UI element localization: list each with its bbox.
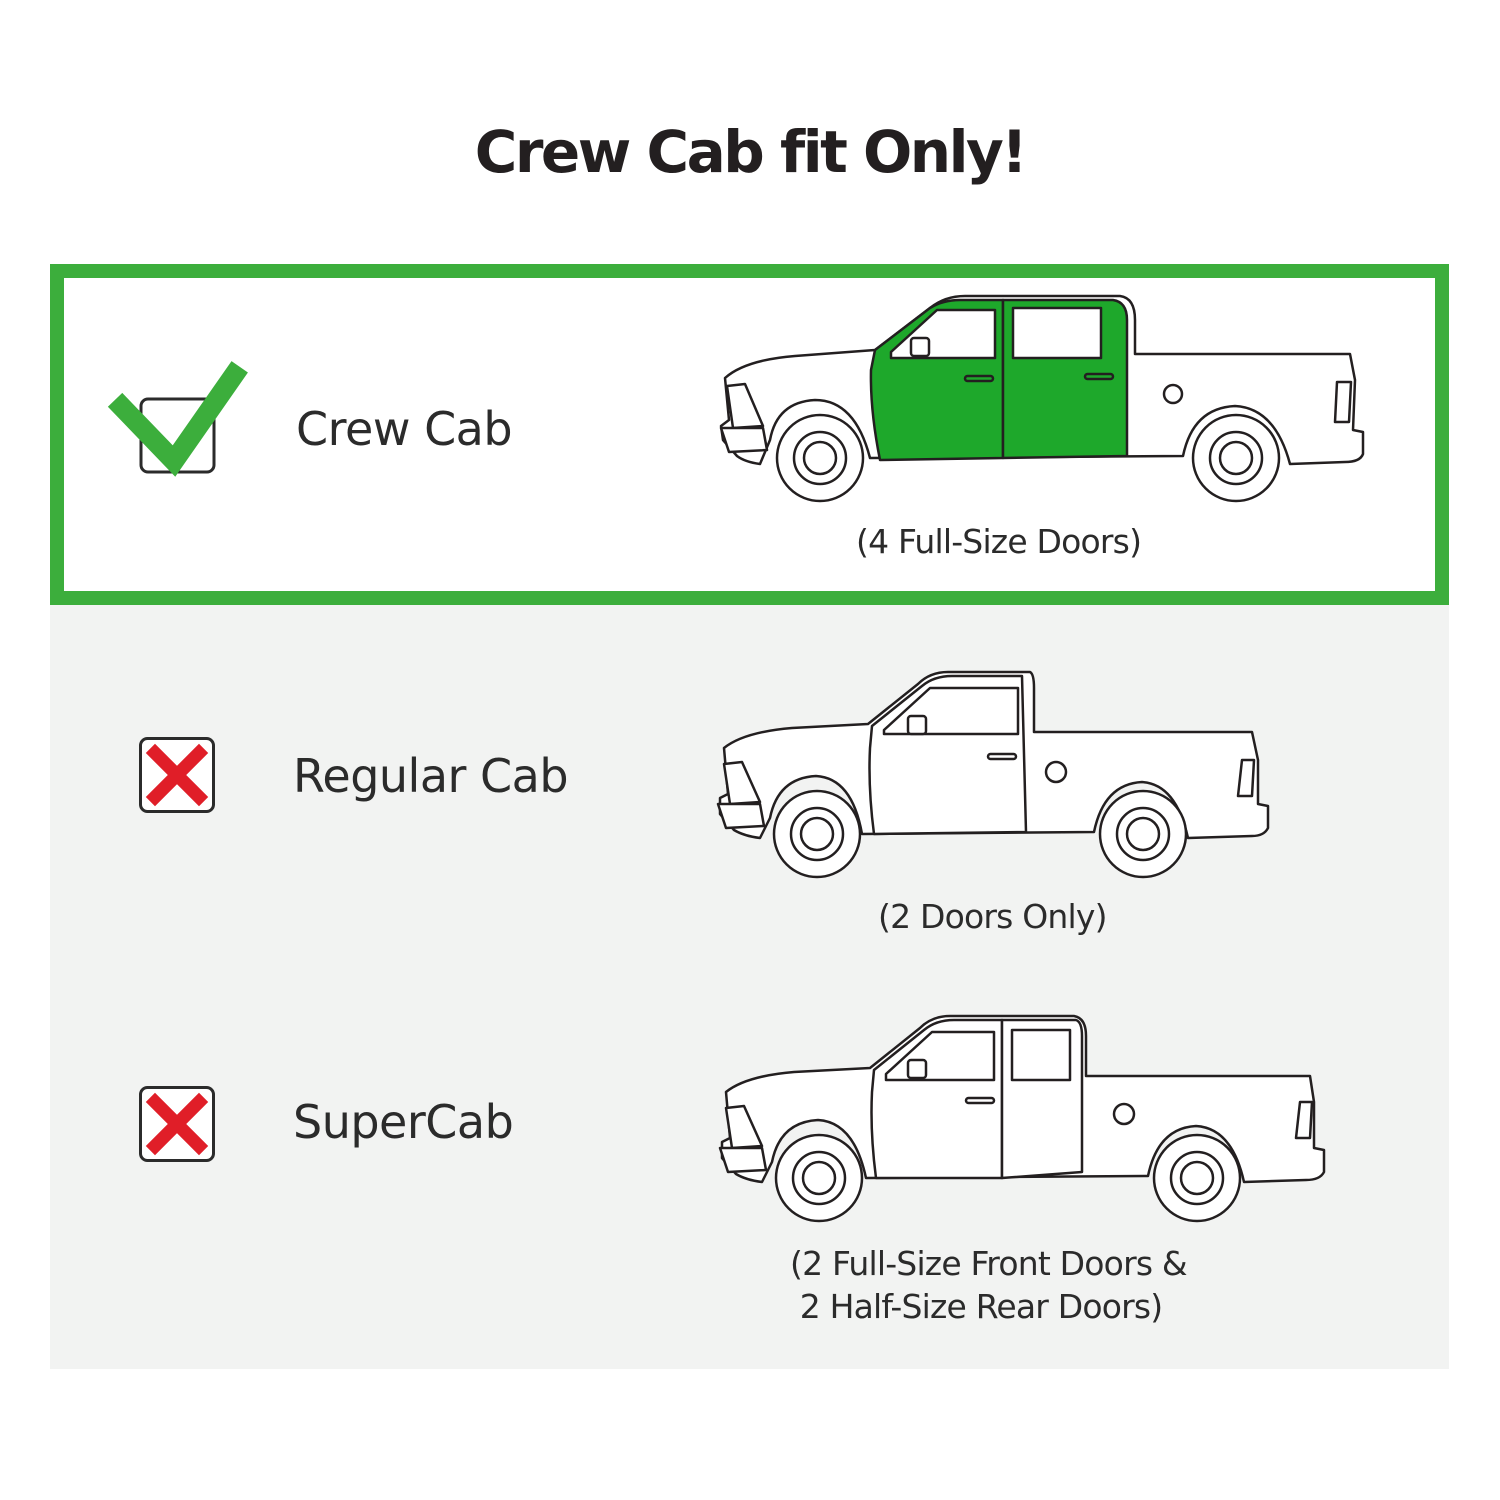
crew-cab-label: Crew Cab xyxy=(296,402,513,456)
checkbox-checked-icon xyxy=(107,361,248,477)
page-title: Crew Cab fit Only! xyxy=(474,118,1028,186)
supercab-caption: (2 Full-Size Front Doors & 2 Half-Size R… xyxy=(790,1242,1188,1328)
supercab-caption-line-1: (2 Full-Size Front Doors & xyxy=(790,1244,1188,1283)
regular-cab-caption: (2 Doors Only) xyxy=(878,897,1107,936)
regular-cab-truck-illustration xyxy=(716,670,1270,879)
crew-cab-caption: (4 Full-Size Doors) xyxy=(856,522,1142,561)
supercab-label: SuperCab xyxy=(293,1095,514,1149)
supercab-truck-illustration xyxy=(718,1014,1326,1223)
regular-cab-label: Regular Cab xyxy=(293,749,569,803)
crew-cab-truck-illustration xyxy=(719,294,1365,503)
red-x-icon xyxy=(139,737,215,813)
supercab-caption-line-2: 2 Half-Size Rear Doors) xyxy=(790,1287,1164,1326)
red-x-icon xyxy=(139,1086,215,1162)
